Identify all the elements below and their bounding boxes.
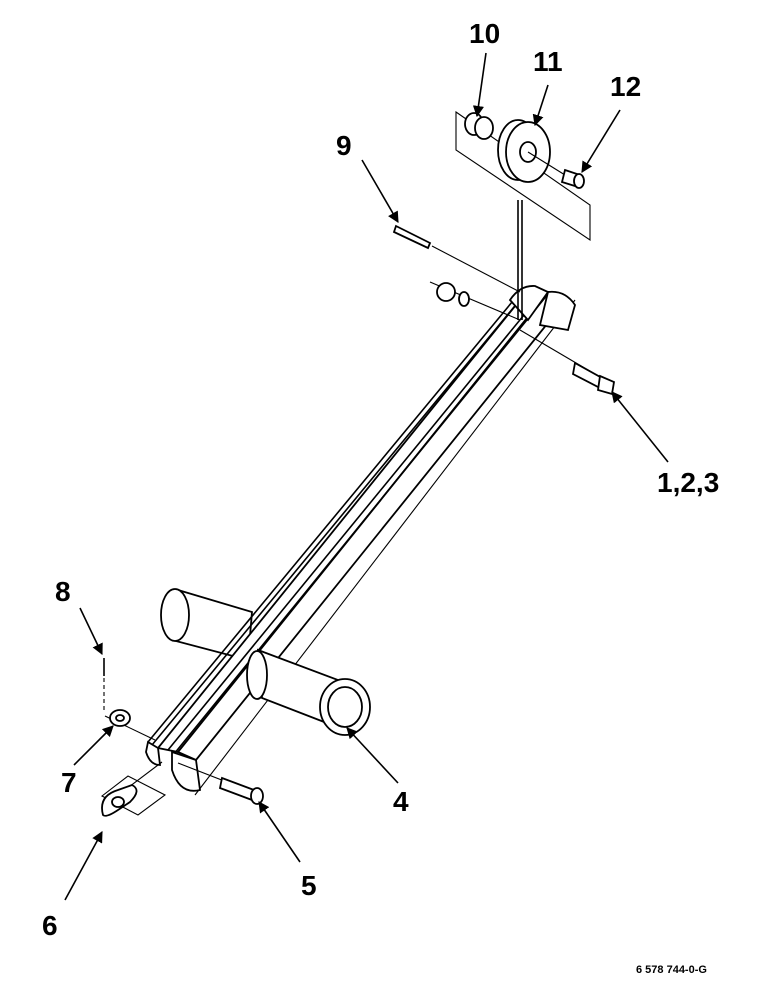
roller: [246, 648, 371, 736]
callout-7: 7: [61, 767, 77, 798]
bolt-5: [177, 762, 264, 805]
nut-and-washer: [429, 281, 521, 321]
drawing-number: 6 578 744-0-G: [636, 964, 707, 976]
callout-5: 5: [301, 870, 317, 901]
bushing-12: [560, 168, 585, 189]
leader-lines: [64, 52, 669, 901]
callout-4: 4: [393, 786, 409, 817]
callout-9: 9: [336, 130, 352, 161]
bolt-1-2-3: [519, 329, 616, 396]
callout-6: 6: [42, 910, 58, 941]
pulley-group-outline: [455, 110, 591, 242]
washer-7: [104, 709, 156, 741]
callout-8: 8: [55, 576, 71, 607]
bushing-10: [464, 112, 494, 140]
callout-12: 12: [610, 71, 641, 102]
cotter-pin-9: [392, 224, 521, 293]
pulley-11: [497, 119, 566, 183]
callout-1-2-3: 1,2,3: [657, 467, 719, 498]
bar-shadow-line: [194, 299, 576, 796]
clip-6: [100, 761, 167, 817]
callout-10: 10: [469, 18, 500, 49]
main-bar: [145, 285, 576, 792]
callout-11: 11: [533, 46, 563, 77]
